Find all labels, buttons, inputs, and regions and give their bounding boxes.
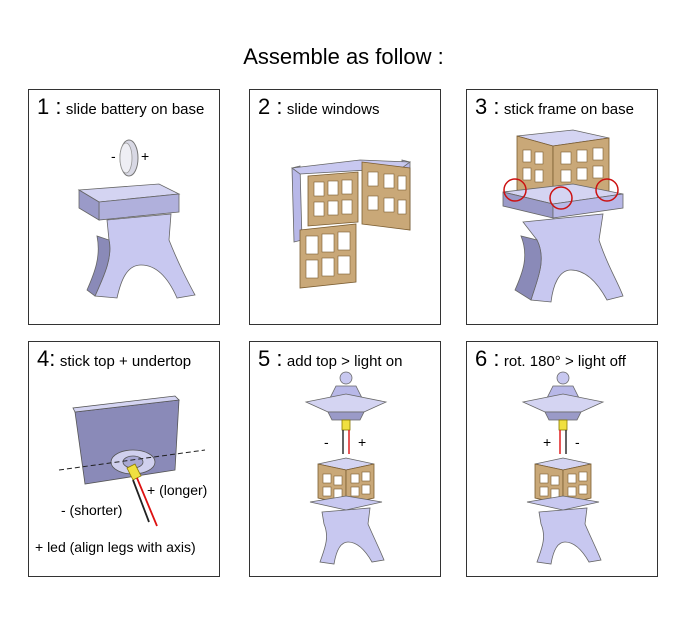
step-1-panel: 1 : slide battery on base - + [28,89,220,325]
top-roof-under [544,411,582,421]
step-2-text: slide windows [286,101,380,118]
top-roof-under [327,411,365,421]
glue-point-marker-right [595,178,619,202]
step-6-panel: 6 : rot. 180° > light off + - [466,341,658,577]
top-finial [339,371,353,385]
frame-panes [322,471,371,499]
step-4-text: stick top + undertop [59,353,192,370]
led-minus-label: - [575,434,580,450]
step-5-panel: 5 : add top > light on - + [249,341,441,577]
step-3-illustration [502,129,624,303]
top-roof [304,393,388,413]
step-4-illustration [58,395,206,527]
frame-top-rail [290,159,412,175]
top-finial [556,371,570,385]
led-plus-label: + [358,434,367,450]
step-4-panel: 4: stick top + undertop + (longer) - (sh… [28,341,220,577]
step-5-text: add top > light on [286,353,403,370]
led-minus-label: - [324,434,329,450]
window-panes [305,171,407,279]
step-6-illustration [521,371,605,565]
frame-panes [522,147,604,183]
battery-coin-face [119,142,133,174]
base-leg-shadow [514,235,542,301]
base-plate [309,495,383,511]
frame-panes [539,471,588,499]
step-2-caption: 2 : slide windows [258,94,379,120]
step-5-caption: 5 : add top > light on [258,346,402,372]
step-6-text: rot. 180° > light off [503,353,626,370]
base-plate [526,495,600,511]
led-body [126,463,142,481]
base-leg-body [94,213,196,299]
led-body [341,419,351,431]
step-1-number: 1 : [37,94,62,119]
step-5-illustration [304,371,388,565]
step-6-number: 6 : [475,346,500,371]
step-1-text: slide battery on base [65,101,205,118]
led-leg-shorter [132,479,150,523]
base-side [78,189,100,221]
step-5-number: 5 : [258,346,283,371]
led-body [558,419,568,431]
step-4-number: 4: [37,346,56,371]
step-3-panel: 3 : stick frame on base [466,89,658,325]
led-plus-label: + [543,434,552,450]
step-3-text: stick frame on base [503,101,634,118]
base-leg-body [536,507,602,565]
led-leg-longer [136,477,158,527]
page-title: Assemble as follow : [243,44,444,69]
step-6-caption: 6 : rot. 180° > light off [475,346,626,372]
led-note: + led (align legs with axis) [35,539,196,555]
step-2-number: 2 : [258,94,283,119]
step-2-illustration [290,159,412,289]
undertop-edge [72,395,180,413]
base-leg-shadow [86,235,111,297]
led-shorter-label: - (shorter) [61,502,123,518]
glue-point-marker-center [549,186,573,210]
step-4-caption: 4: stick top + undertop [37,346,191,372]
step-3-caption: 3 : stick frame on base [475,94,634,120]
top-roof [521,393,605,413]
step-2-panel: 2 : slide windows [249,89,441,325]
battery-minus-label: - [111,148,116,164]
step-1-caption: 1 : slide battery on base [37,94,204,120]
step-1-illustration [77,139,196,299]
step-3-number: 3 : [475,94,500,119]
alignment-axis [58,449,206,471]
led-longer-label: + (longer) [147,482,208,498]
battery-plus-label: + [141,148,150,164]
base-leg-body [319,507,385,565]
glue-point-marker-left [503,178,527,202]
